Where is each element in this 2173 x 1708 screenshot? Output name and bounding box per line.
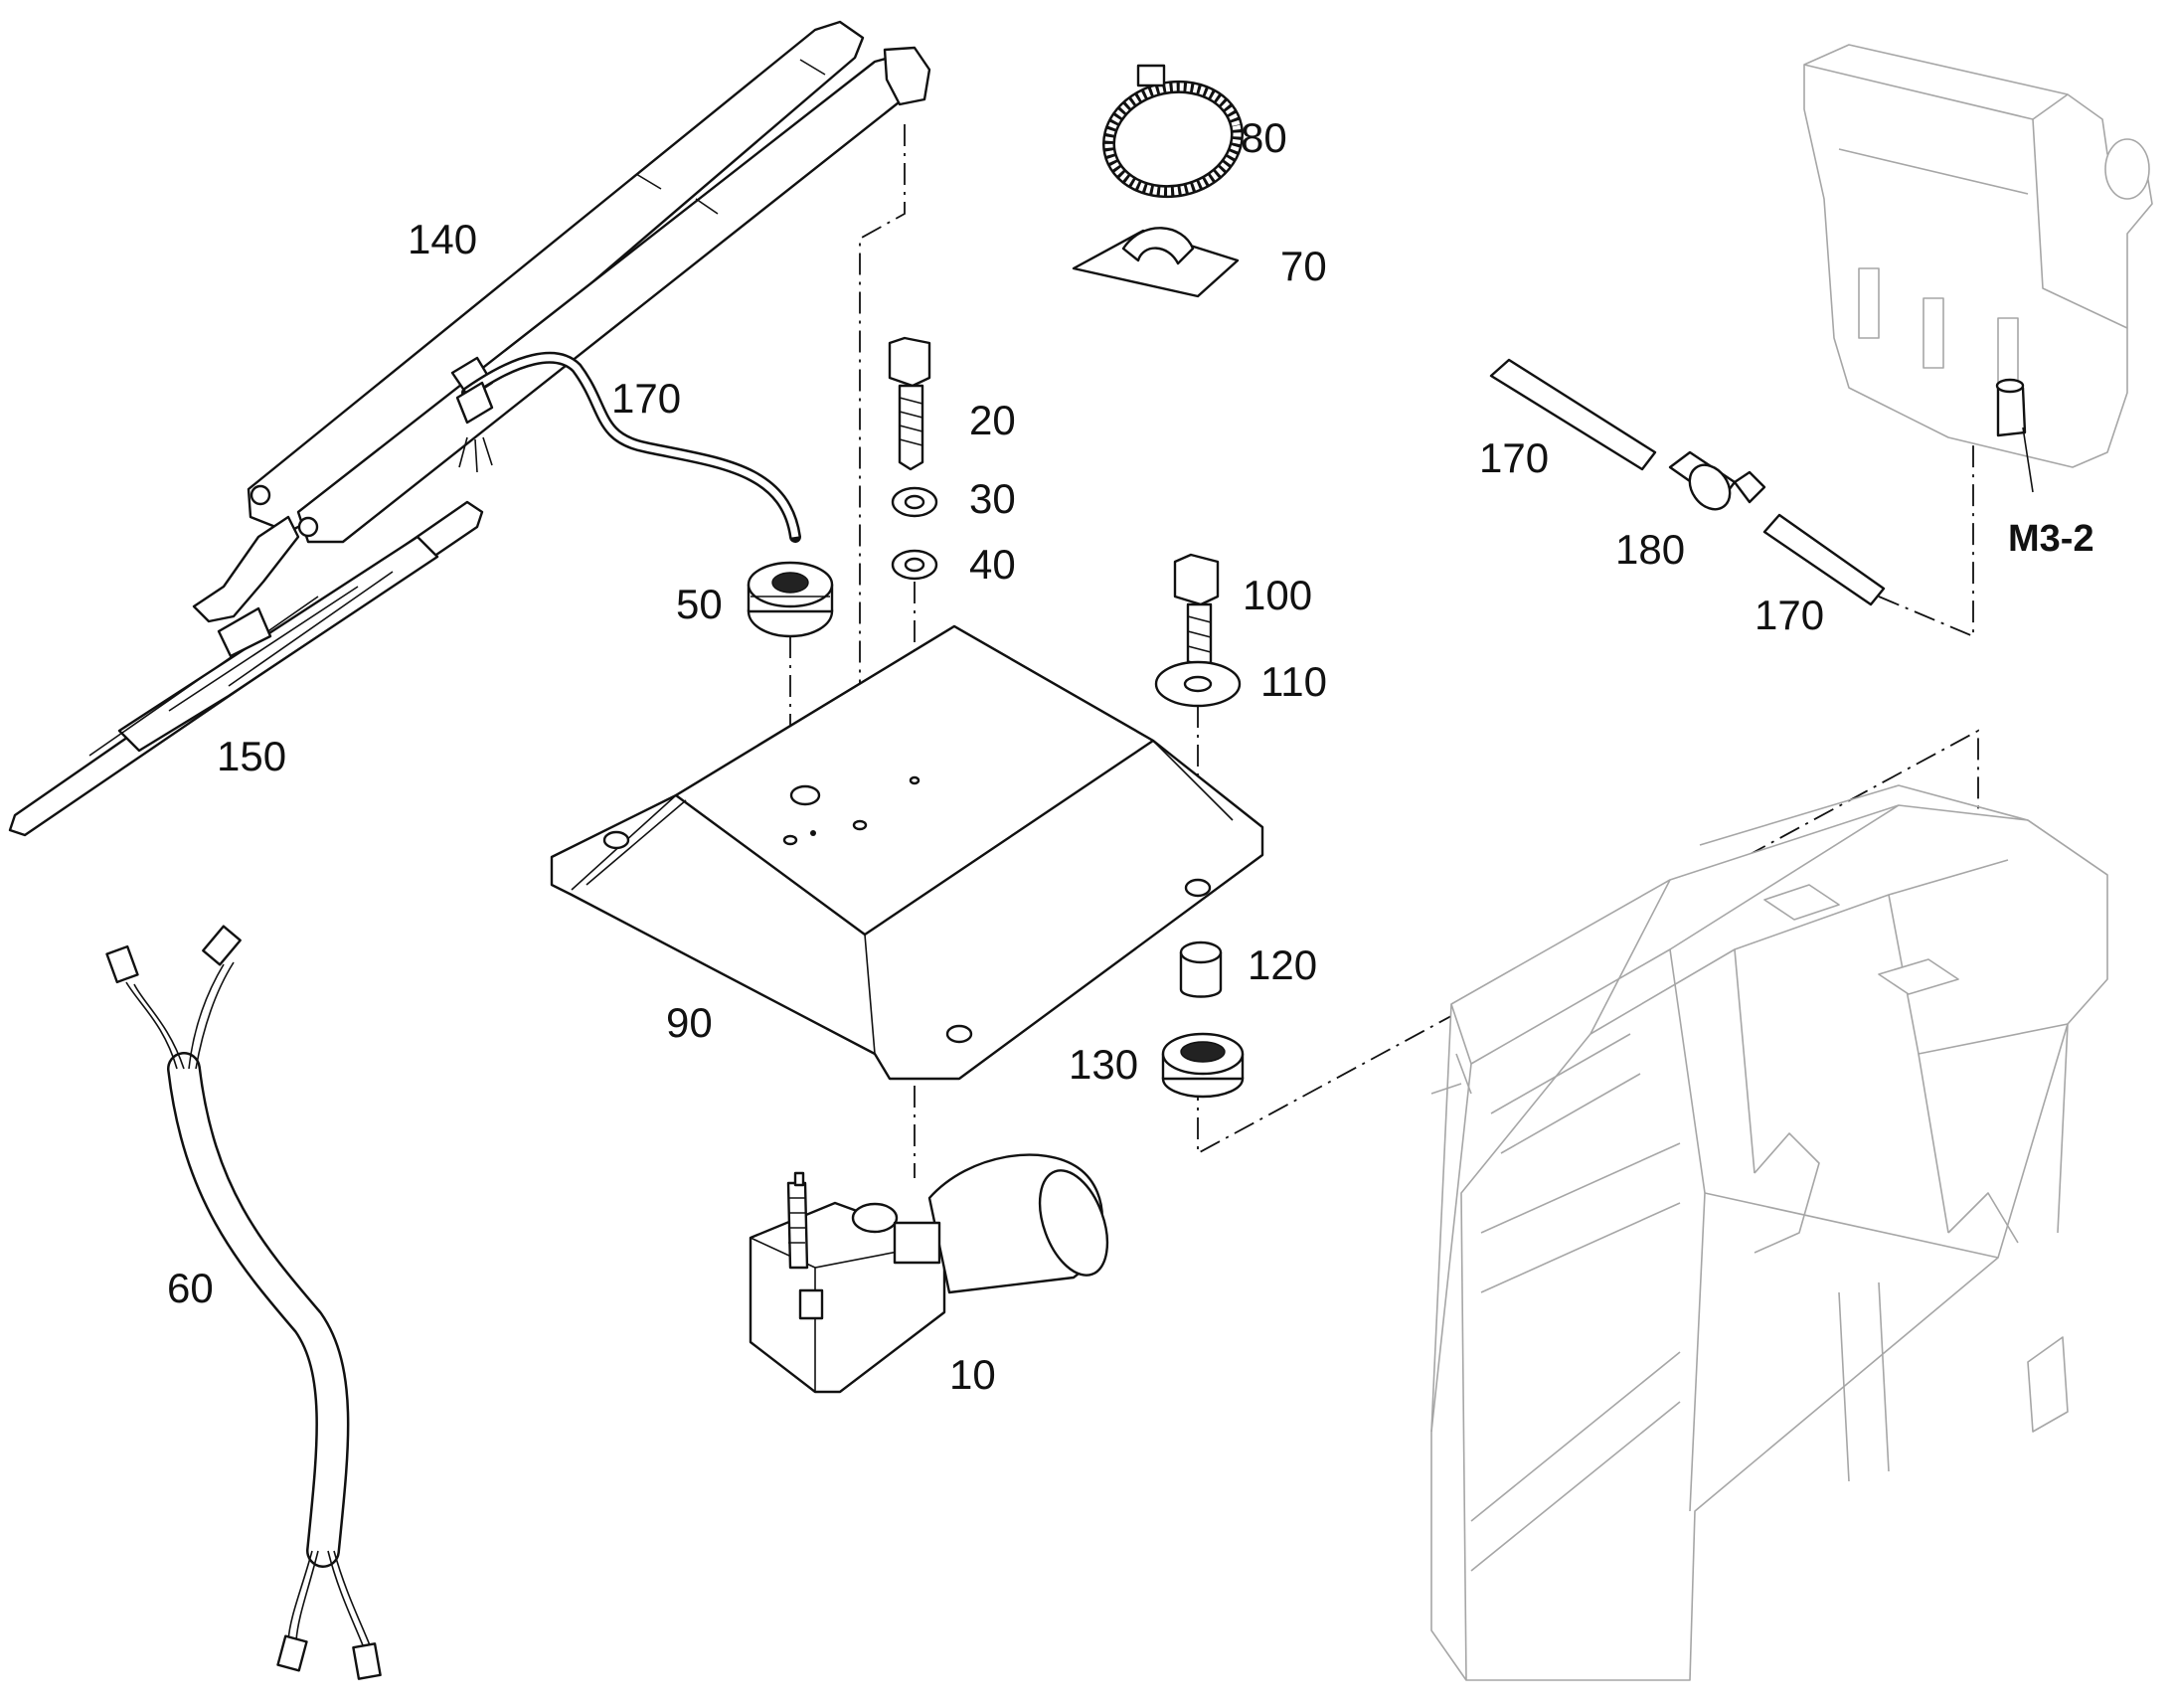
callout-120: 120 bbox=[1248, 941, 1318, 988]
callout-150: 150 bbox=[217, 733, 287, 779]
callout-50: 50 bbox=[676, 581, 723, 627]
callout-20: 20 bbox=[969, 397, 1016, 443]
wiper-arm bbox=[192, 20, 931, 623]
callout-130: 130 bbox=[1069, 1041, 1139, 1088]
harness-plug-b bbox=[202, 925, 242, 966]
wiper-arm-inner bbox=[296, 53, 921, 544]
callout-140: 140 bbox=[408, 216, 478, 262]
wire-harness bbox=[105, 925, 382, 1680]
callout-170-left: 170 bbox=[1479, 434, 1550, 481]
motor-spindle bbox=[786, 1181, 809, 1270]
wiper-arm-pivot-a bbox=[250, 484, 271, 506]
leader-hose-to-tank bbox=[1878, 423, 1974, 638]
callout-80: 80 bbox=[1241, 114, 1287, 161]
callout-60: 60 bbox=[167, 1265, 214, 1311]
clamp-buckle bbox=[1136, 64, 1166, 87]
wiper-arm-pivot-b bbox=[297, 516, 319, 538]
callout-170-hose: 170 bbox=[611, 375, 682, 422]
grommet-130 bbox=[1161, 1032, 1245, 1099]
callout-m3-2-reference: M3-2 bbox=[2008, 518, 2094, 560]
callout-100: 100 bbox=[1243, 572, 1313, 618]
wiper-blade-clip bbox=[217, 606, 272, 658]
mounting-bracket bbox=[550, 624, 1264, 1081]
wiper-arm-link bbox=[192, 515, 300, 623]
spacer-120 bbox=[1179, 940, 1223, 998]
grommet-50 bbox=[747, 561, 834, 638]
callout-170-right: 170 bbox=[1755, 592, 1825, 638]
callout-70: 70 bbox=[1280, 243, 1327, 289]
wiper-arm-tip bbox=[883, 46, 931, 106]
wiper-blade-spine bbox=[117, 535, 439, 753]
callout-40: 40 bbox=[969, 541, 1016, 588]
wiper-arm-long bbox=[247, 20, 865, 534]
clip-mount-base bbox=[1072, 227, 1240, 298]
washer-hose-right-segment bbox=[1762, 513, 1886, 606]
check-valve bbox=[1668, 450, 1766, 511]
wiper-motor bbox=[749, 1153, 1109, 1394]
hose-clamp-band bbox=[1102, 64, 1244, 199]
callout-10: 10 bbox=[949, 1351, 996, 1398]
washer-hose-clip bbox=[455, 381, 494, 425]
harness-plug-c bbox=[276, 1634, 308, 1672]
harness-plug-d bbox=[352, 1642, 382, 1680]
callout-30: 30 bbox=[969, 475, 1016, 522]
callout-180: 180 bbox=[1615, 526, 1686, 573]
washer-hose-arm bbox=[455, 351, 801, 543]
operator-cab-ghost bbox=[1430, 784, 2108, 1681]
washer-tank-ghost bbox=[1803, 44, 2153, 493]
callout-90: 90 bbox=[666, 999, 713, 1046]
leader-arm-to-bracket bbox=[859, 124, 906, 815]
washer-hose-left-segment bbox=[1489, 358, 1657, 471]
harness-plug-a bbox=[105, 944, 139, 984]
callout-110: 110 bbox=[1260, 658, 1327, 705]
wiper-blade bbox=[8, 500, 484, 837]
bolt-20 bbox=[888, 336, 931, 471]
